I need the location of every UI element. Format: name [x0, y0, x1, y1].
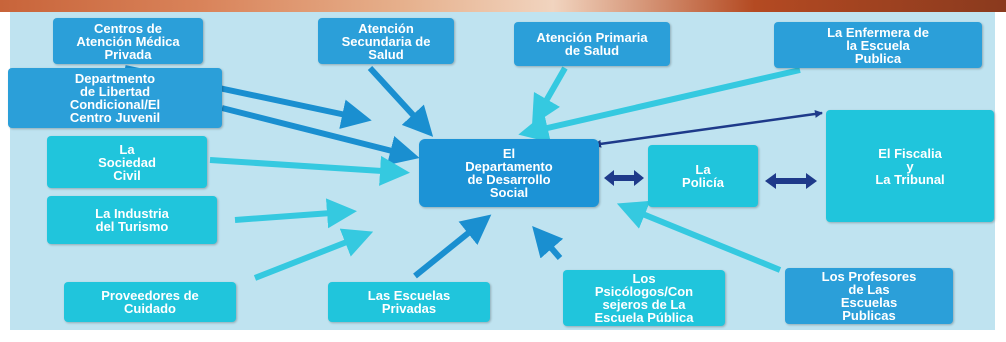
- node-industria-turismo: La Industria del Turismo: [47, 196, 217, 244]
- double-arrow-center-fiscalia: [593, 110, 823, 148]
- node-fiscalia-tribunal: El Fiscalia y La Tribunal: [826, 110, 994, 222]
- arrow-escuelas-privadas: [413, 214, 492, 279]
- node-departamento-libertad-condicional: Departmento de Libertad Condicional/El C…: [8, 68, 222, 128]
- double-arrow-center-policia: [604, 170, 644, 186]
- arrow-enfermera: [518, 67, 801, 143]
- node-escuelas-privadas: Las Escuelas Privadas: [328, 282, 490, 322]
- arrow-sociedad: [209, 155, 410, 186]
- arrow-primaria: [532, 66, 568, 126]
- arrow-libertad: [221, 105, 420, 166]
- node-psicologos-consejeros: Los Psicólogos/Con sejeros de La Escuela…: [563, 270, 725, 326]
- arrow-proveedores: [253, 228, 374, 281]
- double-arrow-policia-fiscalia: [765, 173, 817, 189]
- header-photo-strip: [0, 0, 1006, 12]
- node-sociedad-civil: La Sociedad Civil: [47, 136, 207, 188]
- arrow-psicologos: [532, 225, 564, 260]
- node-centros-atencion-medica-privada: Centros de Atención Médica Privada: [53, 18, 203, 64]
- node-departamento-desarrollo-social: El Departamento de Desarrollo Social: [419, 139, 599, 207]
- node-profesores-escuelas-publicas: Los Profesores de Las Escuelas Publicas: [785, 268, 953, 324]
- node-atencion-primaria: Atención Primaria de Salud: [514, 22, 670, 66]
- arrow-secundaria: [367, 65, 434, 137]
- node-policia: La Policía: [648, 145, 758, 207]
- node-enfermera-escuela-publica: La Enfermera de la Escuela Publica: [774, 22, 982, 68]
- arrow-profesores: [616, 200, 782, 273]
- node-atencion-secundaria: Atención Secundaria de Salud: [318, 18, 454, 64]
- node-proveedores-cuidado: Proveedores de Cuidado: [64, 282, 236, 322]
- arrow-turismo: [234, 198, 357, 229]
